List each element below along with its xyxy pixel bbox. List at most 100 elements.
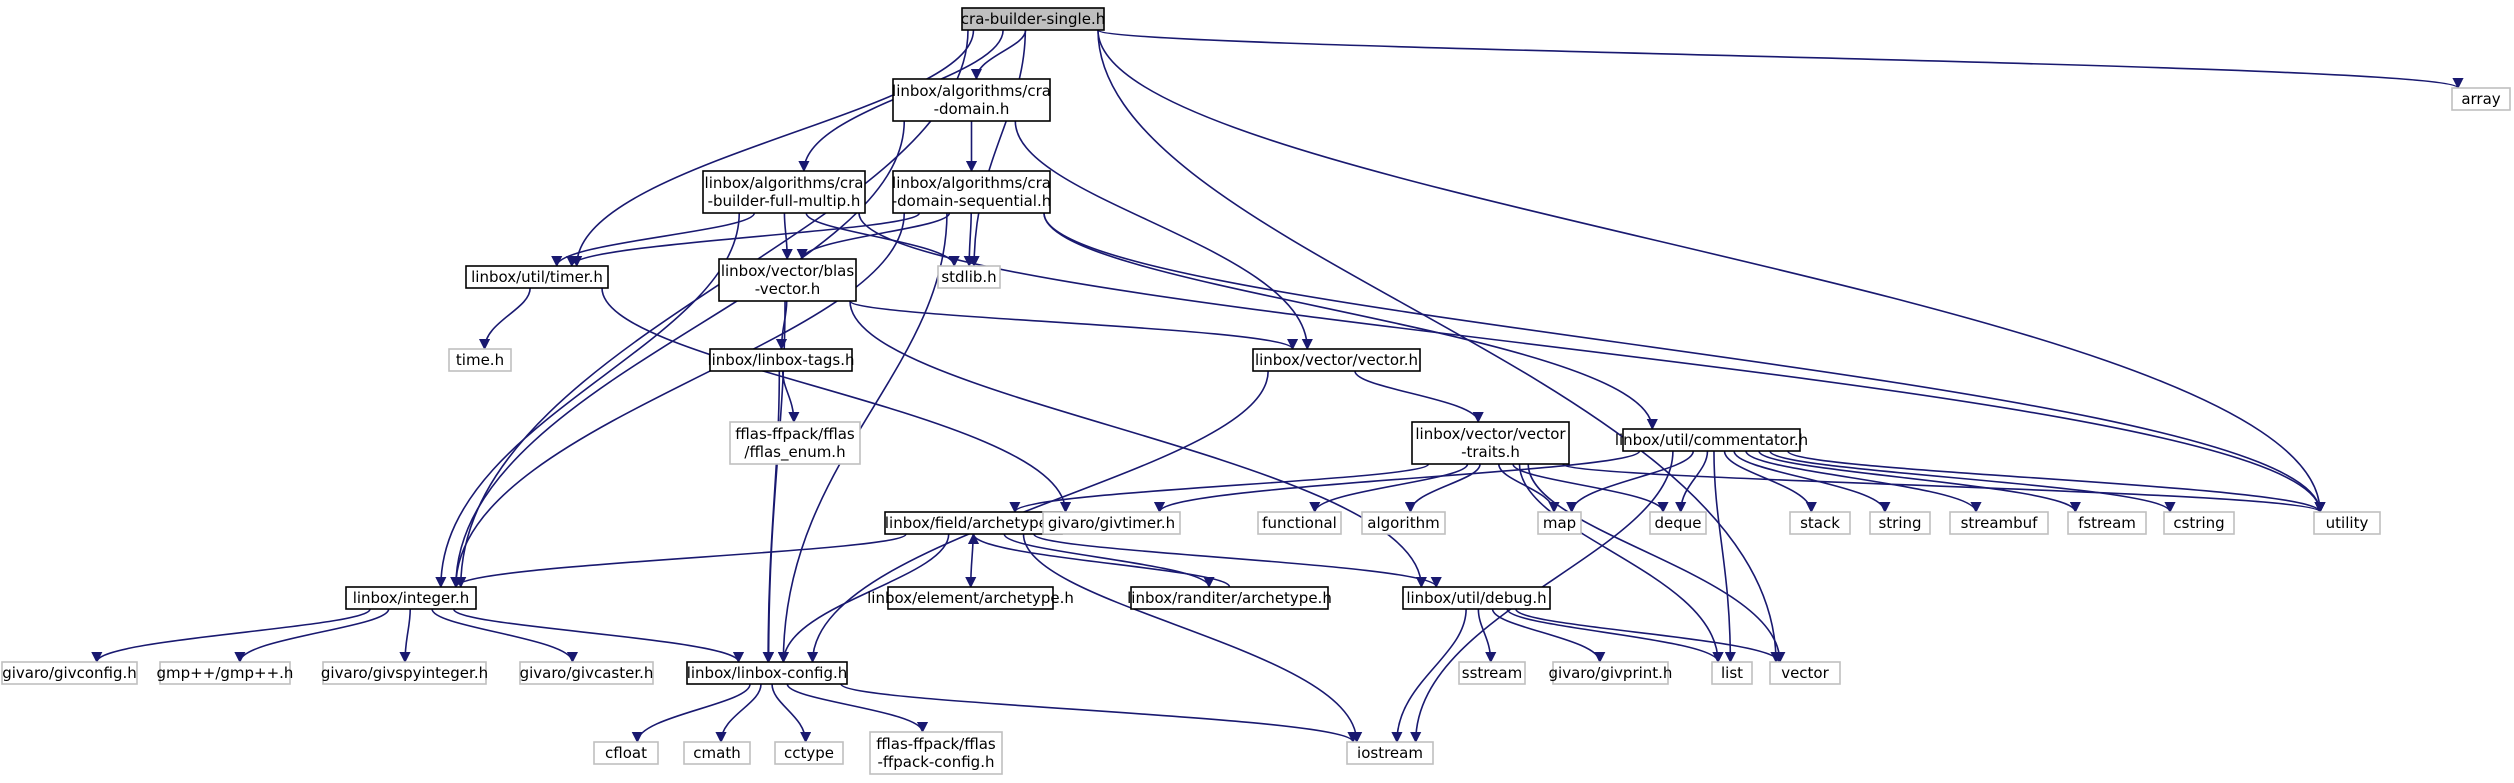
edge-commentator-to-fstream (1758, 450, 2081, 514)
node-debug[interactable]: linbox/util/debug.h (1402, 586, 1551, 610)
node-blasvector[interactable]: linbox/vector/blas-vector.h (718, 258, 857, 302)
node-box (702, 170, 866, 214)
node-integer[interactable]: linbox/integer.h (345, 586, 477, 610)
node-label: linbox/vector/vector (1415, 425, 1566, 443)
node-box (448, 348, 512, 372)
node-givspy: givaro/givspyinteger.h (321, 661, 488, 685)
node-element[interactable]: linbox/element/archetype.h (867, 586, 1074, 610)
node-label: vector (1781, 664, 1829, 682)
node-label: linbox/util/timer.h (471, 268, 603, 286)
edge-traits-to-utility (1562, 463, 2326, 514)
node-commentator[interactable]: linbox/util/commentator.h (1615, 428, 1808, 452)
node-box (718, 258, 857, 302)
node-ffpackconfig: fflas-ffpack/fflas-ffpack-config.h (869, 731, 1003, 775)
node-label: -ffpack-config.h (878, 753, 995, 771)
edge-config-to-cctype (771, 683, 812, 744)
edge-root-to-cradomain (970, 29, 1027, 81)
node-cradomain[interactable]: linbox/algorithms/cra-domain.h (892, 78, 1051, 122)
node-label: sstream (1462, 664, 1522, 682)
node-box (887, 586, 1054, 610)
edge-archetype-to-iostream (1022, 533, 1363, 744)
edge-integer-to-givcaster (431, 608, 579, 664)
edge-vectorh-to-traits (1354, 370, 1484, 424)
node-label: array (2461, 90, 2500, 108)
edge-debug-to-sstream (1477, 608, 1497, 664)
edge-commentator-to-givtimer (1154, 450, 1641, 514)
node-vectorh[interactable]: linbox/vector/vector.h (1252, 348, 1421, 372)
node-box (2067, 511, 2147, 535)
node-label: stack (1800, 514, 1840, 532)
edge-integer-to-givconfig (91, 608, 371, 664)
node-string: string (1869, 511, 1931, 535)
edge-domseq-to-timer (566, 212, 921, 268)
edge-commentator-to-cstring (1769, 450, 2176, 514)
node-label: givaro/givspyinteger.h (321, 664, 488, 682)
node-label: deque (1654, 514, 1701, 532)
edge-debug-to-list (1506, 608, 1724, 664)
node-archetype[interactable]: linbox/field/archetype.h (884, 511, 1063, 535)
node-fullmultip[interactable]: linbox/algorithms/cra-builder-full-multi… (702, 170, 866, 214)
node-algorithm: algorithm (1361, 511, 1446, 535)
node-box (869, 731, 1003, 775)
node-map: map (1537, 511, 1582, 535)
node-box (1711, 661, 1753, 685)
node-label: time.h (456, 351, 504, 369)
edge-commentator-to-streambuf (1745, 450, 1982, 514)
node-box (1789, 511, 1851, 535)
node-label: linbox/algorithms/cra (892, 82, 1051, 100)
edge-timer-to-givtimer (601, 287, 1072, 514)
edge-commentator-to-map (1566, 450, 1695, 514)
node-label: functional (1262, 514, 1337, 532)
node-config[interactable]: linbox/linbox-config.h (686, 661, 848, 685)
node-label: cctype (784, 744, 834, 762)
node-box (2313, 511, 2381, 535)
edge-fullmultip-to-timer (551, 212, 756, 268)
node-givprint: givaro/givprint.h (1549, 661, 1672, 685)
node-box (1252, 348, 1421, 372)
node-traits[interactable]: linbox/vector/vector-traits.h (1411, 421, 1570, 465)
edge-tags-to-fflasenum (781, 370, 800, 424)
edge-blasvector-to-vectorh (849, 300, 1298, 351)
node-box (1402, 586, 1551, 610)
node-box (1130, 586, 1329, 610)
node-root[interactable]: cra-builder-single.h (961, 7, 1105, 31)
edge-commentator-to-deque (1675, 450, 1709, 514)
node-box (1257, 511, 1342, 535)
node-cctype: cctype (774, 741, 844, 765)
node-stack: stack (1789, 511, 1851, 535)
node-iostream: iostream (1346, 741, 1434, 765)
node-tags[interactable]: linbox/linbox-tags.h (707, 348, 855, 372)
node-utility: utility (2313, 511, 2381, 535)
edge-root-to-timer (571, 29, 975, 268)
node-label: algorithm (1367, 514, 1439, 532)
edge-blasvector-to-debug (849, 300, 1427, 589)
node-randiter[interactable]: linbox/randiter/archetype.h (1127, 586, 1332, 610)
node-sstream: sstream (1458, 661, 1526, 685)
node-box (1458, 661, 1526, 685)
node-label: streambuf (1961, 514, 2039, 532)
node-box (1411, 421, 1570, 465)
node-label: linbox/vector/blas (721, 262, 855, 280)
node-box (1649, 511, 1707, 535)
node-label: givaro/givtimer.h (1048, 514, 1175, 532)
edge-domseq-to-integer (450, 212, 906, 589)
edge-debug-to-givprint (1491, 608, 1606, 664)
node-gmpxx: gmp++/gmp++.h (157, 661, 293, 685)
node-box (729, 421, 861, 465)
edge-fullmultip-to-stdlib (805, 212, 960, 268)
node-label: list (1721, 664, 1743, 682)
node-label: fflas-ffpack/fflas (735, 425, 855, 443)
node-timer[interactable]: linbox/util/timer.h (465, 265, 609, 289)
node-box (465, 265, 609, 289)
edge-archetype-to-element (965, 533, 977, 589)
node-label: iostream (1357, 744, 1423, 762)
node-box (774, 741, 844, 765)
node-givconfig: givaro/givconfig.h (1, 661, 138, 685)
node-domseq[interactable]: linbox/algorithms/cra-domain-sequential.… (892, 170, 1052, 214)
edge-root-to-integer (455, 29, 969, 589)
node-stdlib: stdlib.h (937, 265, 1001, 289)
edge-config-to-cfloat (631, 683, 751, 744)
node-label: string (1878, 514, 1921, 532)
node-label: cstring (2173, 514, 2224, 532)
